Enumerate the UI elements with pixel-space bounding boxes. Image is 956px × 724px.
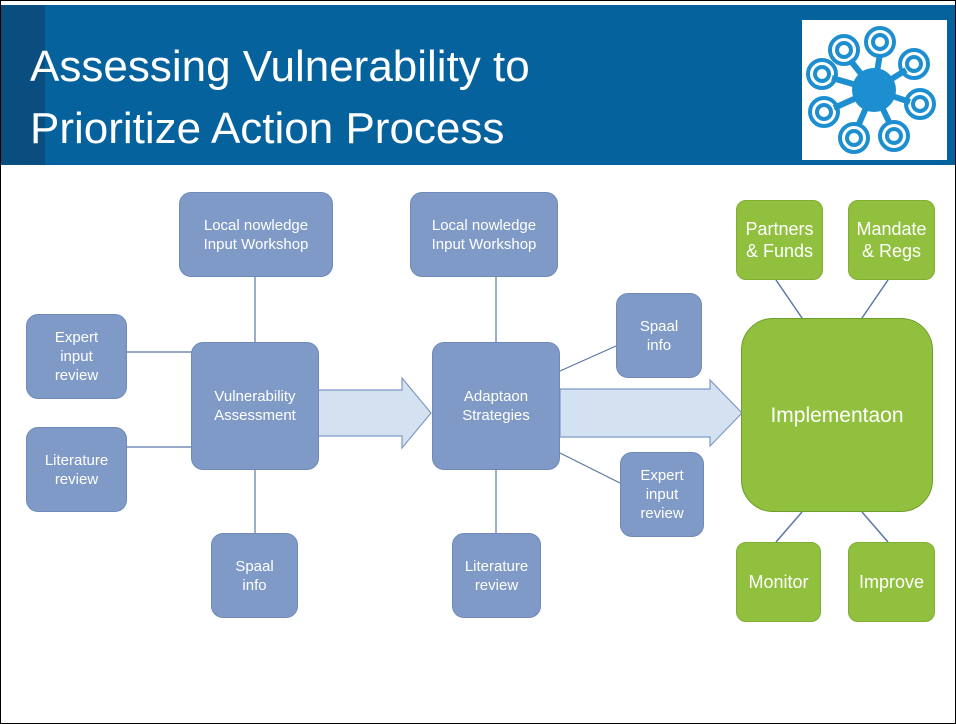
- literature-review-1[interactable]: Literature review: [26, 427, 127, 512]
- implementation-box[interactable]: Implementaon: [741, 318, 933, 512]
- title-bar-shade: [0, 5, 45, 165]
- literature-review-2[interactable]: Literature review: [452, 533, 541, 618]
- improve-box[interactable]: Improve: [848, 542, 935, 622]
- connector-mandate-to-implementation: [861, 279, 889, 319]
- vulnerability-assessment[interactable]: Vulnerability Assessment: [191, 342, 319, 470]
- local-knowledge-workshop-1[interactable]: Local nowledge Input Workshop: [179, 192, 333, 277]
- mandate-regs-box[interactable]: Mandate & Regs: [848, 200, 935, 280]
- connector-adaptation-to-expert: [559, 452, 621, 484]
- connector-implementation-to-monitor: [775, 511, 803, 543]
- monitor-box[interactable]: Monitor: [736, 542, 821, 622]
- expert-input-review-1[interactable]: Expert input review: [26, 314, 127, 399]
- connector-implementation-to-improve: [861, 511, 889, 543]
- partners-funds-box[interactable]: Partners & Funds: [736, 200, 823, 280]
- spatial-info-2[interactable]: Spaal info: [616, 293, 702, 378]
- spiral-logo-icon: [806, 26, 936, 154]
- adaptation-strategies[interactable]: Adaptaon Strategies: [432, 342, 560, 470]
- slide-title: Assessing Vulnerability to Prioritize Ac…: [30, 42, 530, 153]
- connector-partners-to-implementation: [775, 279, 803, 319]
- local-knowledge-workshop-2[interactable]: Local nowledge Input Workshop: [410, 192, 558, 277]
- expert-input-review-2[interactable]: Expert input review: [620, 452, 704, 537]
- flow-arrow-1: [317, 376, 432, 450]
- flow-arrow-2: [559, 378, 743, 448]
- spatial-info-1[interactable]: Spaal info: [211, 533, 298, 618]
- connector-adaptation-to-spatial: [559, 345, 617, 372]
- organization-logo: [802, 20, 947, 160]
- title-bar: [0, 5, 956, 165]
